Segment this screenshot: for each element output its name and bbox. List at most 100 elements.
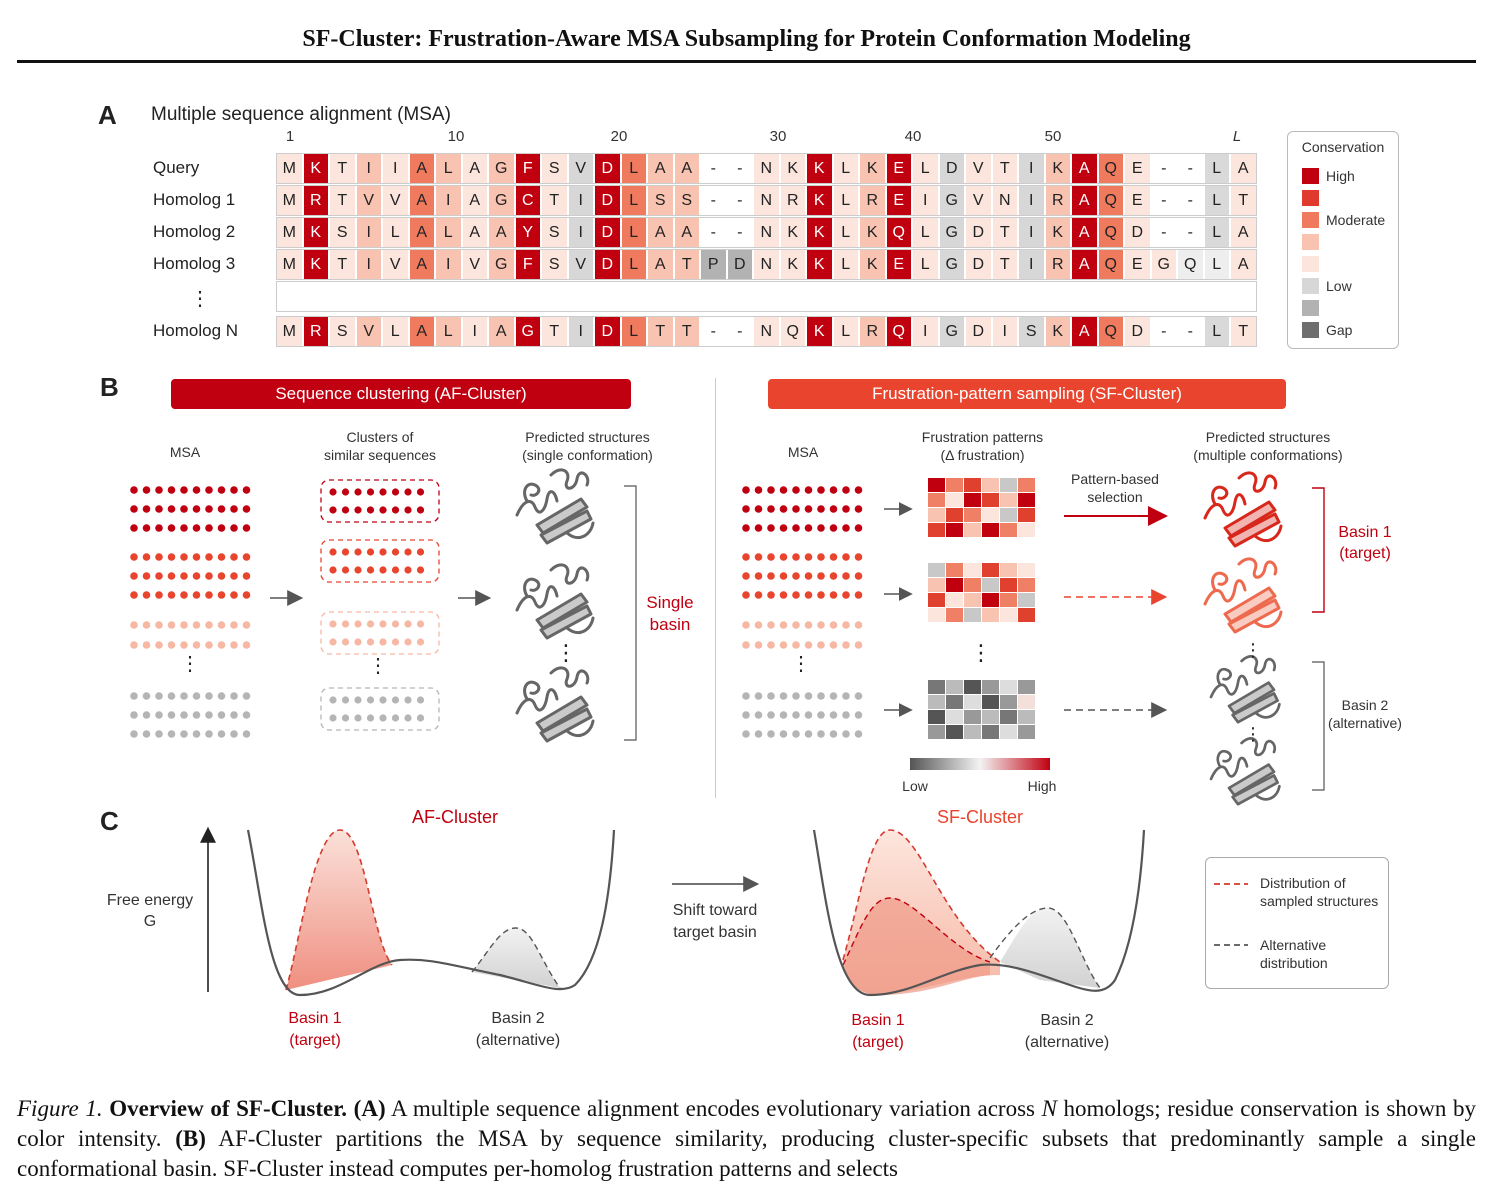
msa-residue: I bbox=[462, 317, 487, 346]
msa-residue: T bbox=[992, 218, 1017, 247]
msa-residue: I bbox=[436, 250, 461, 279]
msa-residue: L bbox=[1204, 250, 1229, 279]
cluster-seq-dot bbox=[379, 620, 387, 628]
msa-seq-dot bbox=[230, 553, 238, 561]
frustration-cell bbox=[928, 593, 945, 607]
cluster-seq-dot bbox=[379, 696, 387, 704]
msa-seq-dot bbox=[767, 591, 775, 599]
msa-residue: L bbox=[436, 154, 461, 183]
msa-residue: N bbox=[754, 218, 779, 247]
af-sampled-distribution bbox=[285, 829, 393, 991]
msa-seq-dot bbox=[167, 730, 176, 738]
msa-position-7: L bbox=[1232, 128, 1242, 145]
msa-seq-dot bbox=[192, 621, 201, 629]
frustration-cell bbox=[982, 563, 999, 577]
msa-seq-dot bbox=[742, 692, 750, 700]
msa-seq-dot bbox=[767, 641, 775, 649]
msa-residue: K bbox=[303, 218, 328, 247]
cluster-seq-dot bbox=[366, 566, 375, 574]
frustration-cell bbox=[1018, 710, 1035, 724]
af-basin1-label: Basin 1 (target) bbox=[288, 1010, 342, 1049]
msa-seq-dot bbox=[792, 591, 800, 599]
msa-residue: K bbox=[780, 218, 805, 247]
msa-residue: K bbox=[807, 186, 832, 215]
msa-seq-dot bbox=[829, 641, 838, 649]
af-alt-distribution bbox=[471, 927, 561, 989]
msa-seq-dot bbox=[192, 591, 201, 599]
msa-seq-dot bbox=[817, 553, 825, 561]
msa-residue: T bbox=[542, 317, 567, 346]
msa-seq-dot bbox=[817, 711, 825, 719]
msa-seq-dot bbox=[142, 692, 151, 700]
frustration-cell bbox=[982, 608, 999, 622]
msa-residue: I bbox=[992, 317, 1017, 346]
single-basin-bracket bbox=[624, 485, 637, 741]
msa-seq-dot bbox=[779, 572, 788, 580]
caption-b-text: AF-Cluster partitions the MSA by sequenc… bbox=[17, 1126, 1476, 1181]
msa-seq-dot bbox=[155, 505, 163, 513]
msa-residue: L bbox=[383, 218, 408, 247]
msa-seq-dot bbox=[742, 486, 750, 494]
frustration-cell bbox=[928, 563, 945, 577]
msa-residue: S bbox=[674, 186, 699, 215]
msa-residue: L bbox=[833, 186, 858, 215]
msa-seq-dot bbox=[192, 692, 201, 700]
msa-ellipsis: ⋮ bbox=[368, 655, 388, 677]
msa-seq-dot bbox=[180, 621, 188, 629]
cluster-seq-dot bbox=[391, 638, 400, 646]
cluster-seq-dot bbox=[366, 506, 375, 514]
distribution-legend: Distribution of sampled structures Alter… bbox=[1205, 857, 1389, 989]
msa-seq-dot bbox=[180, 524, 188, 532]
msa-seq-dot bbox=[167, 524, 176, 532]
conservation-swatch-label: High bbox=[1326, 168, 1355, 184]
msa-residue: G bbox=[939, 218, 964, 247]
af-msa-heading: MSA bbox=[169, 444, 201, 460]
cluster-seq-dot bbox=[379, 488, 387, 496]
msa-seq-dot bbox=[754, 711, 763, 719]
msa-residue: A bbox=[674, 218, 699, 247]
msa-seq-dot bbox=[792, 730, 800, 738]
cluster-seq-dot bbox=[379, 714, 387, 722]
msa-residue: T bbox=[648, 317, 673, 346]
msa-residue: T bbox=[1231, 186, 1256, 215]
cluster-seq-dot bbox=[354, 696, 362, 704]
msa-residue: V bbox=[462, 250, 487, 279]
cluster-seq-dot bbox=[329, 638, 337, 646]
msa-seq-dot bbox=[180, 711, 188, 719]
msa-seq-dot bbox=[130, 553, 138, 561]
msa-residue: A bbox=[1231, 250, 1256, 279]
msa-seq-dot bbox=[817, 730, 825, 738]
msa-seq-dot bbox=[767, 692, 775, 700]
msa-seq-dot bbox=[130, 524, 138, 532]
frustration-cell bbox=[928, 608, 945, 622]
msa-seq-dot bbox=[779, 711, 788, 719]
msa-seq-dot bbox=[767, 553, 775, 561]
figure-caption: Figure 1. Overview of SF-Cluster. (A) A … bbox=[17, 1094, 1476, 1184]
free-energy-axis-label: Free energy G bbox=[106, 892, 194, 930]
msa-residue: A bbox=[1072, 154, 1097, 183]
cluster-seq-dot bbox=[366, 620, 375, 628]
msa-residue: T bbox=[1231, 317, 1256, 346]
msa-residue: M bbox=[277, 218, 302, 247]
frustration-cell bbox=[946, 608, 963, 622]
msa-seq-dot bbox=[854, 730, 863, 738]
frustration-cell bbox=[1000, 608, 1017, 622]
msa-seq-dot bbox=[767, 524, 775, 532]
caption-a-var: N bbox=[1041, 1096, 1057, 1121]
msa-seq-dot bbox=[142, 553, 151, 561]
msa-seq-dot bbox=[217, 553, 226, 561]
cluster-seq-dot bbox=[354, 714, 362, 722]
af-clusters-heading: Clusters of similar sequences bbox=[323, 429, 437, 463]
msa-seq-dot bbox=[180, 553, 188, 561]
cluster-box bbox=[320, 539, 440, 583]
msa-seq-dot bbox=[804, 505, 813, 513]
msa-residue: A bbox=[462, 186, 487, 215]
cluster-seq-dot bbox=[391, 506, 400, 514]
msa-residue: G bbox=[939, 317, 964, 346]
protein-structure-icon bbox=[1209, 737, 1281, 806]
frustration-cell bbox=[982, 593, 999, 607]
msa-residue: K bbox=[303, 154, 328, 183]
msa-residue: I bbox=[1019, 154, 1044, 183]
msa-residue: A bbox=[674, 154, 699, 183]
msa-residue: L bbox=[833, 317, 858, 346]
